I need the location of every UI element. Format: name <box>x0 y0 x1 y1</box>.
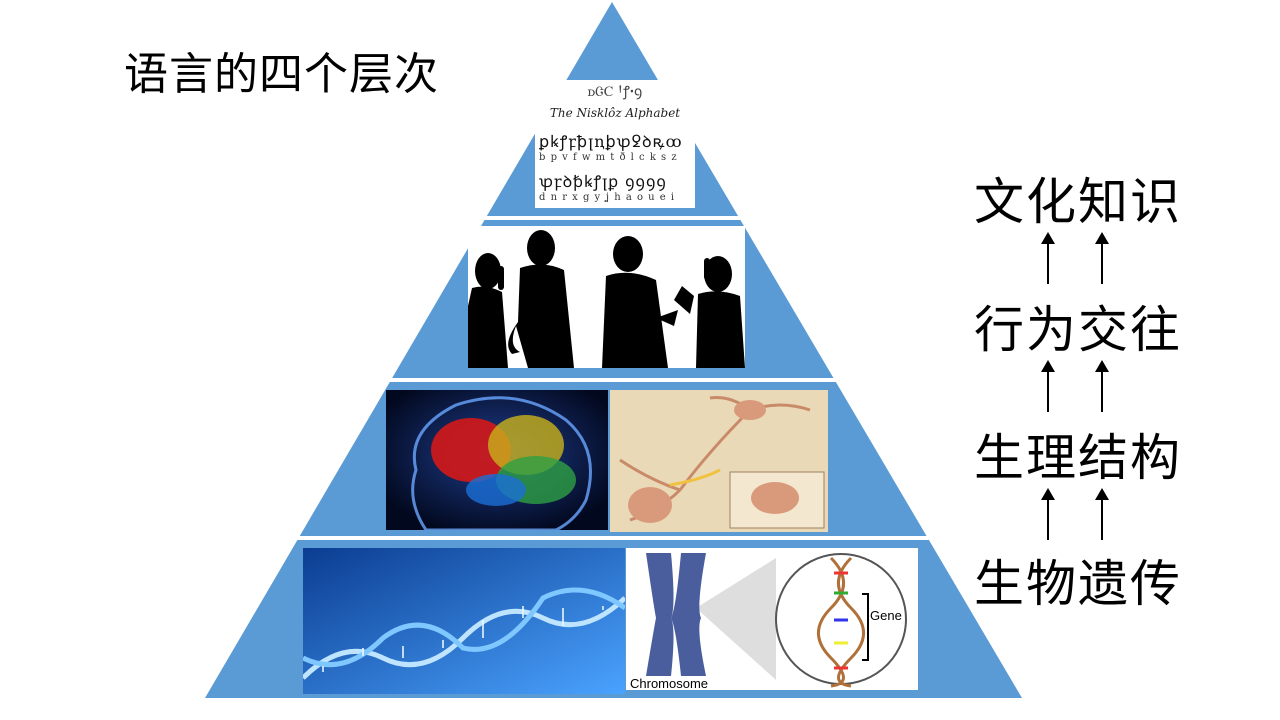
gene-label: Gene <box>870 608 902 623</box>
brain-image <box>386 390 608 530</box>
neuron-image <box>610 390 828 532</box>
alphabet-glyph-row-2: ꝕꝼꝺꝥꝃꝭꞁꝑ ꝯꝯꝯꝯ <box>539 172 667 191</box>
level-label-genetics: 生物遗传 <box>974 555 1182 613</box>
up-arrow-icon <box>1038 488 1058 540</box>
dna-helix-graphic <box>303 548 625 694</box>
alphabet-letters-row-2: d n r x g y ʝ h a o u e i <box>539 192 676 203</box>
level-label-behavior: 行为交往 <box>974 301 1182 359</box>
alphabet-image: ꭰᏣᏟ Ꞌꝭꞏꝯ The Nisklôz Alphabet ꝑꝃꝭꝼꝥꞁꞑꝧꝕꝿ… <box>535 80 695 208</box>
arrow-pair-1 <box>1030 232 1130 284</box>
chromosome-gene-image: Gene Chromosome <box>626 548 918 690</box>
slide-title: 语言的四个层次 <box>124 49 439 100</box>
arrow-pair-2 <box>1030 360 1130 412</box>
neuron-graphic <box>610 390 828 532</box>
brain-graphic <box>386 390 608 530</box>
conversation-silhouettes-image <box>468 226 745 368</box>
alphabet-letters-row-1: b p v f w m t ð l c k s z <box>539 152 678 163</box>
up-arrow-icon <box>1038 232 1058 284</box>
chromosome-label: Chromosome <box>630 676 709 690</box>
chromosome-graphic <box>646 553 907 688</box>
alphabet-caption: The Nisklôz Alphabet <box>549 106 681 120</box>
silhouettes-graphic <box>468 230 745 368</box>
up-arrow-icon <box>1092 232 1112 284</box>
alphabet-glyph-row-1: ꝑꝃꝭꝼꝥꞁꞑꝧꝕꝿꝺꝶꝏ <box>539 132 683 151</box>
level-label-culture: 文化知识 <box>974 173 1182 231</box>
up-arrow-icon <box>1038 360 1058 412</box>
arrow-pair-3 <box>1030 488 1130 540</box>
up-arrow-icon <box>1092 488 1112 540</box>
level-label-physiology: 生理结构 <box>974 429 1182 487</box>
dna-helix-image <box>303 548 625 694</box>
up-arrow-icon <box>1092 360 1112 412</box>
alphabet-script-header: ꭰᏣᏟ Ꞌꝭꞏꝯ <box>587 84 643 100</box>
